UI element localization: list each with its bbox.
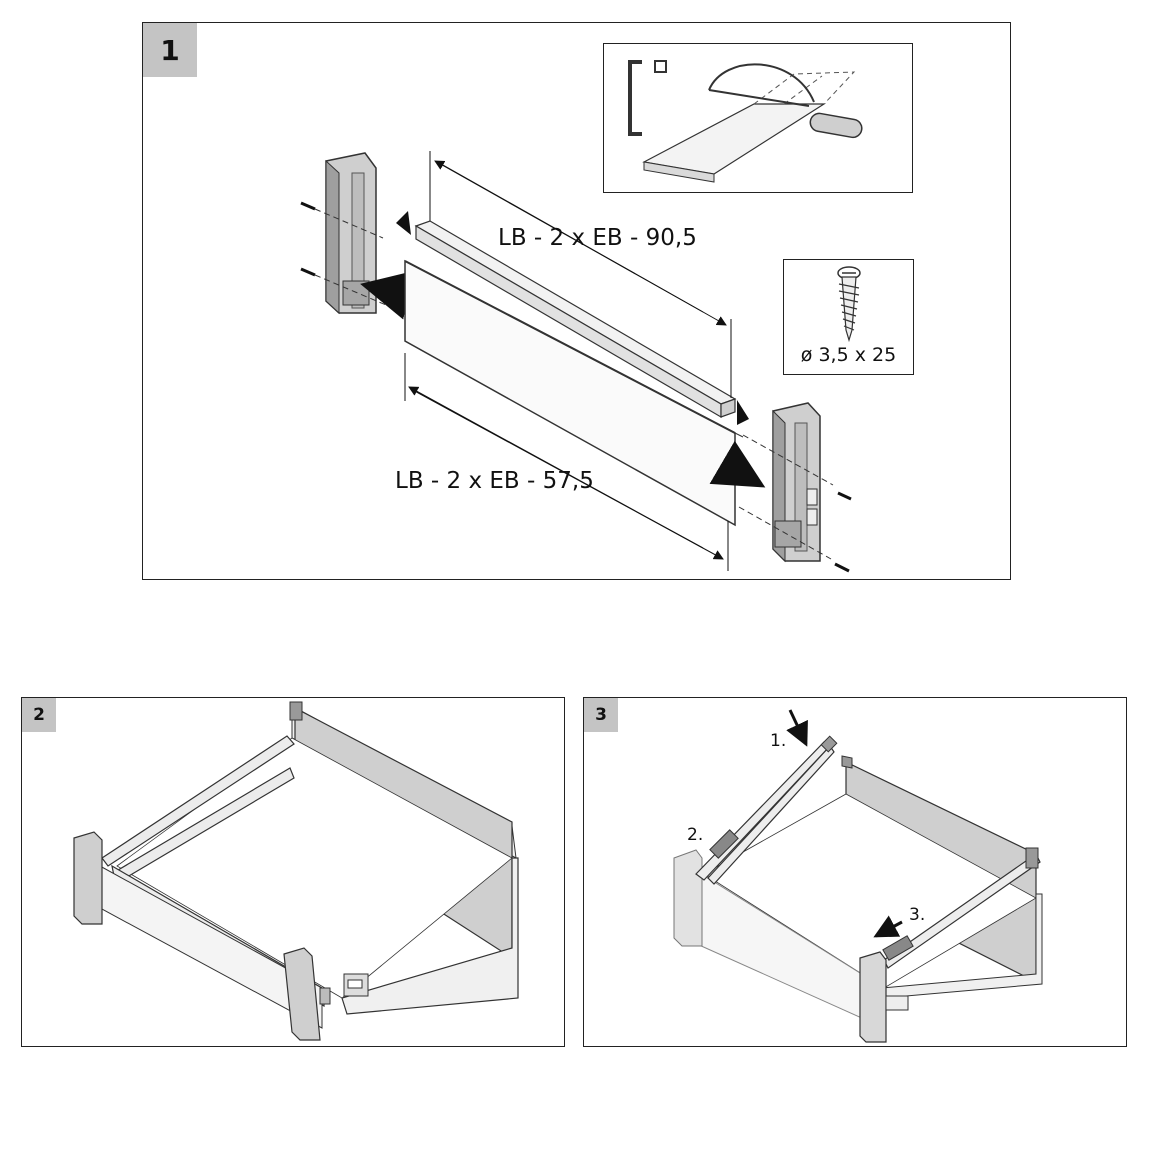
right-end-bracket <box>772 402 821 563</box>
step-1-label: 1. <box>770 731 786 751</box>
dimension-top <box>429 151 732 398</box>
left-end-bracket <box>325 152 377 315</box>
saw-illustration <box>628 60 863 183</box>
panel-3-number: 3 <box>584 698 618 732</box>
dimension-top-label: LB - 2 x EB - 90,5 <box>498 225 697 251</box>
left-screw-top <box>300 201 384 239</box>
step-3-arrow <box>873 915 903 938</box>
arrow-left-panel <box>360 270 415 320</box>
rail-bar <box>414 220 737 419</box>
step-1-arrow <box>786 709 808 747</box>
panel-1-illustration: LB - 2 x EB - 90,5 LB - 2 x EB - 57,5 <box>300 151 852 573</box>
dimension-bottom-label: LB - 2 x EB - 57,5 <box>395 468 594 494</box>
panel-2-number: 2 <box>22 698 56 732</box>
screw-spec-label: ø 3,5 x 25 <box>800 344 897 366</box>
arrow-left-rail <box>396 211 411 235</box>
drawer-rail-fitting-illustration: 1. 2. 3. <box>673 709 1043 1043</box>
inset-screw-spec: ø 3,5 x 25 <box>783 259 914 375</box>
screw-icon <box>837 266 861 343</box>
dimension-bottom <box>404 353 729 571</box>
arrow-right-panel <box>709 440 766 488</box>
panel-2: 2 <box>21 697 565 1047</box>
panel-1: 1 <box>142 22 1011 580</box>
right-screw-bottom <box>738 506 850 573</box>
panel-3: 3 1. 2. 3 <box>583 697 1127 1047</box>
step-2-label: 2. <box>687 825 703 845</box>
right-screw-top <box>742 434 852 501</box>
step-3-label: 3. <box>909 905 925 925</box>
drawer-assembled-illustration <box>73 701 519 1041</box>
front-panel <box>404 259 744 527</box>
inset-saw-cutting <box>603 43 913 193</box>
arrow-right-rail <box>737 400 749 425</box>
panel-1-number: 1 <box>143 23 197 77</box>
